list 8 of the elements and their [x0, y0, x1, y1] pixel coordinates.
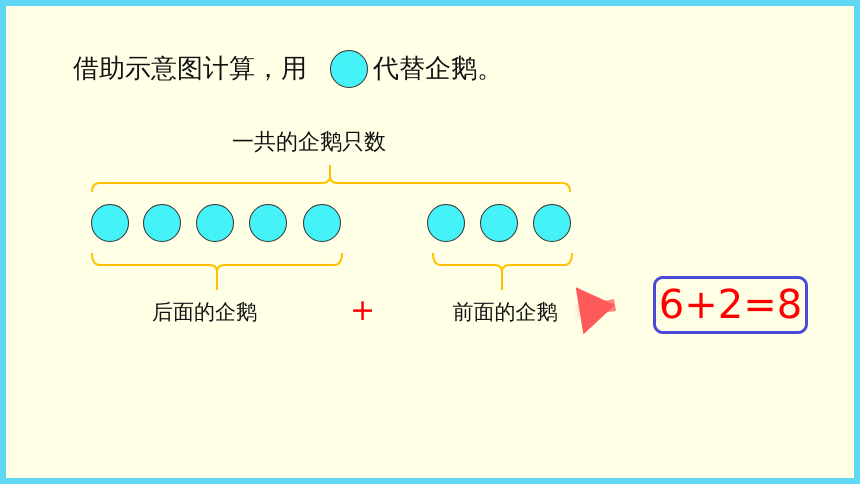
- arrow: [571, 287, 616, 334]
- plus-sign: +: [350, 292, 376, 330]
- instruction-text: 借助示意图计算，用: [73, 53, 307, 86]
- total-label: 一共的企鹅只数: [232, 129, 386, 157]
- caption-text: 后面的企鹅: [152, 299, 257, 326]
- caption-text: 前面的企鹅: [440, 297, 570, 327]
- answer-box: 6+2=8: [653, 276, 808, 334]
- instruction-text: 代替企鹅。: [373, 53, 503, 86]
